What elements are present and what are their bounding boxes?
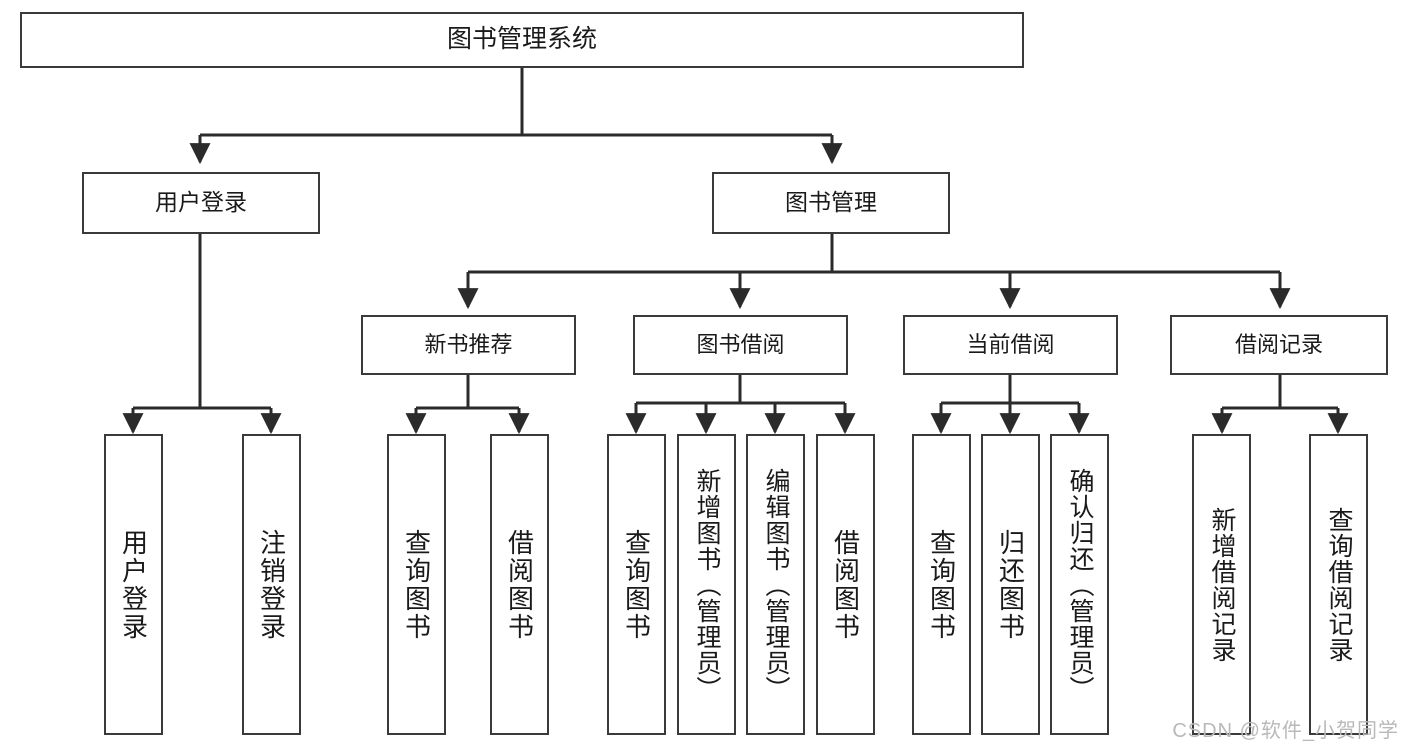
leaf-logout[interactable]: 注销登录 xyxy=(242,434,301,735)
leaf-add-book-admin[interactable]: 新增图书（管理员） xyxy=(677,434,736,735)
node-label: 编辑图书（管理员） xyxy=(762,467,790,702)
node-label: 查询图书 xyxy=(401,528,432,641)
leaf-add-borrow-record[interactable]: 新增借阅记录 xyxy=(1192,434,1251,735)
node-root[interactable]: 图书管理系统 xyxy=(20,12,1024,68)
node-label: 借阅图书 xyxy=(504,528,535,641)
node-label: 借阅记录 xyxy=(1234,332,1323,358)
leaf-user-login[interactable]: 用户登录 xyxy=(104,434,163,735)
leaf-return-book[interactable]: 归还图书 xyxy=(981,434,1040,735)
node-user-login[interactable]: 用户登录 xyxy=(82,172,320,234)
node-label: 借阅图书 xyxy=(830,528,861,641)
node-label: 确认归还（管理员） xyxy=(1066,467,1094,702)
node-label: 归还图书 xyxy=(995,528,1026,641)
leaf-borrow-book-recommend[interactable]: 借阅图书 xyxy=(490,434,549,735)
node-label: 图书管理系统 xyxy=(446,25,597,54)
node-label: 当前借阅 xyxy=(966,332,1055,358)
watermark: CSDN @软件_小贺同学 xyxy=(1172,720,1399,742)
node-borrow-record[interactable]: 借阅记录 xyxy=(1170,315,1388,375)
leaf-borrow-book[interactable]: 借阅图书 xyxy=(816,434,875,735)
leaf-confirm-return-admin[interactable]: 确认归还（管理员） xyxy=(1050,434,1109,735)
node-label: 用户登录 xyxy=(155,189,247,216)
node-label: 查询图书 xyxy=(926,528,957,641)
node-book-management[interactable]: 图书管理 xyxy=(712,172,950,234)
node-label: 用户登录 xyxy=(118,528,149,641)
node-label: 注销登录 xyxy=(256,528,287,641)
leaf-query-borrow-record[interactable]: 查询借阅记录 xyxy=(1309,434,1368,735)
leaf-query-book-borrow[interactable]: 查询图书 xyxy=(607,434,666,735)
node-label: 查询图书 xyxy=(621,528,652,641)
leaf-query-book-current[interactable]: 查询图书 xyxy=(912,434,971,735)
node-label: 新增图书（管理员） xyxy=(693,467,721,702)
leaf-query-book-recommend[interactable]: 查询图书 xyxy=(387,434,446,735)
node-new-book-recommend[interactable]: 新书推荐 xyxy=(361,315,576,375)
node-label: 图书管理 xyxy=(785,189,877,216)
node-label: 新书推荐 xyxy=(424,332,513,358)
node-current-borrow[interactable]: 当前借阅 xyxy=(903,315,1118,375)
node-label: 新增借阅记录 xyxy=(1208,506,1236,663)
node-label: 图书借阅 xyxy=(696,332,785,358)
node-book-borrow[interactable]: 图书借阅 xyxy=(633,315,848,375)
node-label: 查询借阅记录 xyxy=(1325,506,1353,663)
leaf-edit-book-admin[interactable]: 编辑图书（管理员） xyxy=(746,434,805,735)
